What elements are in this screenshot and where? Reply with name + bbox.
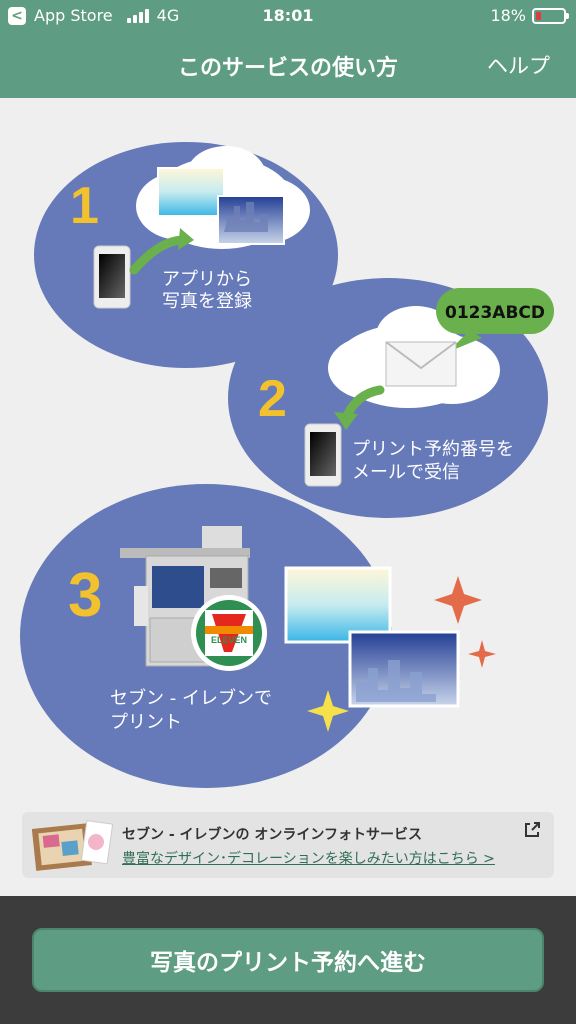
status-bar: < App Store 4G 18:01 18% <box>0 0 576 34</box>
sparkle-icon <box>468 640 496 668</box>
step-2-line2: メールで受信 <box>352 462 460 483</box>
photo-sea-icon <box>157 167 225 217</box>
step-3-number: 3 <box>68 561 102 630</box>
reservation-code: 0123ABCD <box>445 303 545 323</box>
print-photo-sea-icon <box>284 566 392 644</box>
step-2-group: 0123ABCD 2 プリント予約番号を メールで受信 <box>228 278 554 518</box>
battery-percent: 18% <box>490 6 526 25</box>
photo-collage-icon <box>32 819 114 871</box>
network-label: 4G <box>156 6 180 25</box>
sparkle-icon <box>434 576 482 624</box>
step-3-group: 3 ELEVEN セブン - イレブンで プリント <box>20 484 496 788</box>
proceed-print-reservation-button[interactable]: 写真のプリント予約へ進む <box>32 928 544 992</box>
step-3-line2: プリント <box>110 712 182 733</box>
step-1-group: 1 アプリから 写真を登録 <box>34 142 338 368</box>
status-time: 18:01 <box>262 6 314 25</box>
step-3-line1: セブン - イレブンで <box>110 687 272 709</box>
step-2-number: 2 <box>258 370 287 428</box>
sparkle-icon <box>307 690 349 732</box>
battery-status: 18% <box>490 6 569 25</box>
envelope-icon <box>385 341 457 387</box>
step-2-line1: プリント予約番号を <box>352 439 514 460</box>
usage-illustration: 1 アプリから 写真を登録 0123ABCD 2 プリント予約番号を メールで受… <box>20 142 554 788</box>
signal-icon <box>126 8 149 23</box>
promo-link[interactable]: 豊富なデザイン･デコレーションを楽しみたい方はこちら > <box>122 851 495 867</box>
battery-icon <box>532 7 569 24</box>
bottom-bar: 写真のプリント予約へ進む <box>0 896 576 1024</box>
promo-title: セブン - イレブンの オンラインフォトサービス <box>122 827 423 843</box>
help-button[interactable]: ヘルプ <box>487 54 550 78</box>
back-to-app[interactable]: < App Store 4G <box>8 6 179 25</box>
back-app-label: App Store <box>34 6 113 25</box>
online-photo-service-banner[interactable]: セブン - イレブンの オンラインフォトサービス 豊富なデザイン･デコレーション… <box>22 812 554 878</box>
step-1-line2: 写真を登録 <box>162 291 252 312</box>
step-1-number: 1 <box>70 177 99 235</box>
external-link-icon <box>525 822 540 837</box>
step-1-line1: アプリから <box>162 269 252 290</box>
store-logo-text: ELEVEN <box>211 635 247 645</box>
top-bar: < App Store 4G 18:01 18% このサービスの使い方 ヘルプ <box>0 0 576 98</box>
back-chevron-icon: < <box>8 6 26 25</box>
page-title: このサービスの使い方 <box>177 56 398 81</box>
